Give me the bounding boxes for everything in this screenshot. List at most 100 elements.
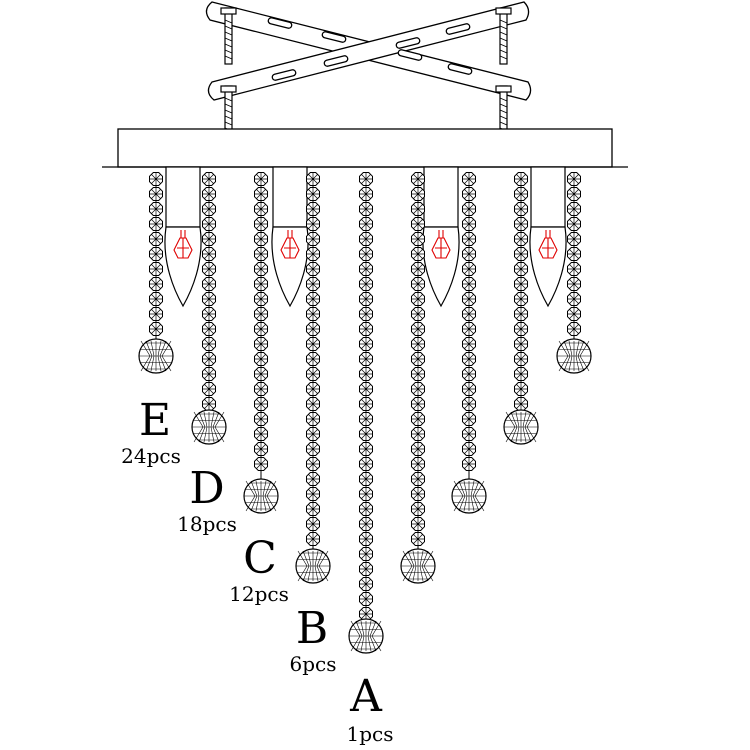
canopy-box xyxy=(117,128,613,168)
crystal-bead xyxy=(567,277,581,291)
crystal-bead xyxy=(514,382,528,396)
crystal-bead xyxy=(254,262,268,276)
crystal-bead xyxy=(514,217,528,231)
crystal-strand xyxy=(411,172,425,549)
crystal-bead xyxy=(202,202,216,216)
crystal-bead xyxy=(202,262,216,276)
crystal-bead xyxy=(202,307,216,321)
crystal-bead xyxy=(359,547,373,561)
crystal-ball xyxy=(556,338,592,374)
crystal-bead xyxy=(411,382,425,396)
crystal-bead xyxy=(462,232,476,246)
crystal-bead xyxy=(359,577,373,591)
crystal-bead xyxy=(306,367,320,381)
crystal-ball xyxy=(138,338,174,374)
crystal-strand xyxy=(254,172,268,479)
crystal-bead xyxy=(514,187,528,201)
crystal-bead xyxy=(359,382,373,396)
bulb-glass xyxy=(529,226,567,308)
crystal-bead xyxy=(567,232,581,246)
crystal-bead xyxy=(411,472,425,486)
crystal-bead xyxy=(514,172,528,186)
crystal-bead xyxy=(359,277,373,291)
bracket-bolts xyxy=(220,7,512,139)
crystal-bead xyxy=(462,217,476,231)
bulb xyxy=(422,166,460,308)
crystal-ball xyxy=(400,548,436,584)
crystal-bead xyxy=(411,262,425,276)
crystal-bead xyxy=(514,247,528,261)
label-b: B 6pcs xyxy=(290,603,337,676)
bracket-slots xyxy=(267,17,473,81)
crystal-strands xyxy=(149,172,581,621)
crystal-strand xyxy=(306,172,320,549)
crystal-bead xyxy=(306,457,320,471)
label-letter: C xyxy=(243,533,277,584)
mounting-bracket xyxy=(205,1,532,139)
crystal-bead xyxy=(462,187,476,201)
crystal-bead xyxy=(359,337,373,351)
crystal-bead xyxy=(359,217,373,231)
bulb-socket xyxy=(530,166,566,228)
crystal-bead xyxy=(411,532,425,546)
crystal-bead xyxy=(306,307,320,321)
crystal-bead xyxy=(462,352,476,366)
crystal-bead xyxy=(411,367,425,381)
crystal-bead xyxy=(202,352,216,366)
crystal-strand xyxy=(359,172,373,621)
crystal-bead xyxy=(359,592,373,606)
crystal-bead xyxy=(411,322,425,336)
crystal-bead xyxy=(254,172,268,186)
crystal-bead xyxy=(411,172,425,186)
crystal-bead xyxy=(254,457,268,471)
crystal-bead xyxy=(411,232,425,246)
crystal-bead xyxy=(359,232,373,246)
crystal-bead xyxy=(254,217,268,231)
crystal-bead xyxy=(462,457,476,471)
crystal-bead xyxy=(514,367,528,381)
crystal-ball xyxy=(348,618,384,654)
crystal-bead xyxy=(462,322,476,336)
crystal-bead xyxy=(514,322,528,336)
crystal-bead xyxy=(306,397,320,411)
label-quantity: 1pcs xyxy=(347,722,394,746)
bulb-socket xyxy=(165,166,201,228)
crystal-bead xyxy=(359,292,373,306)
crystal-bead xyxy=(149,262,163,276)
crystal-bead xyxy=(359,472,373,486)
crystal-bead xyxy=(462,442,476,456)
crystal-bead xyxy=(306,352,320,366)
crystal-bead xyxy=(514,262,528,276)
crystal-bead xyxy=(254,202,268,216)
crystal-bead xyxy=(306,442,320,456)
crystal-strand xyxy=(202,172,216,411)
bulb-glass xyxy=(164,226,202,308)
crystal-bead xyxy=(359,322,373,336)
crystal-bead xyxy=(306,247,320,261)
crystal-bead xyxy=(149,307,163,321)
crystal-bead xyxy=(567,262,581,276)
crystal-bead xyxy=(462,277,476,291)
crystal-bead xyxy=(567,307,581,321)
label-quantity: 12pcs xyxy=(229,582,289,606)
crystal-bead xyxy=(359,307,373,321)
crystal-bead xyxy=(359,607,373,621)
crystal-bead xyxy=(567,187,581,201)
light-bulbs xyxy=(164,166,567,308)
crystal-bead xyxy=(306,322,320,336)
bulb-socket xyxy=(272,166,308,228)
crystal-bead xyxy=(306,412,320,426)
crystal-bead xyxy=(202,217,216,231)
crystal-bead xyxy=(411,307,425,321)
crystal-bead xyxy=(306,172,320,186)
crystal-ball xyxy=(503,409,539,445)
crystal-balls xyxy=(138,338,592,654)
crystal-ball xyxy=(295,548,331,584)
crystal-bead xyxy=(254,367,268,381)
crystal-bead xyxy=(202,187,216,201)
crystal-bead xyxy=(359,352,373,366)
crystal-bead xyxy=(254,337,268,351)
crystal-bead xyxy=(411,442,425,456)
bulb-filament xyxy=(538,230,558,259)
